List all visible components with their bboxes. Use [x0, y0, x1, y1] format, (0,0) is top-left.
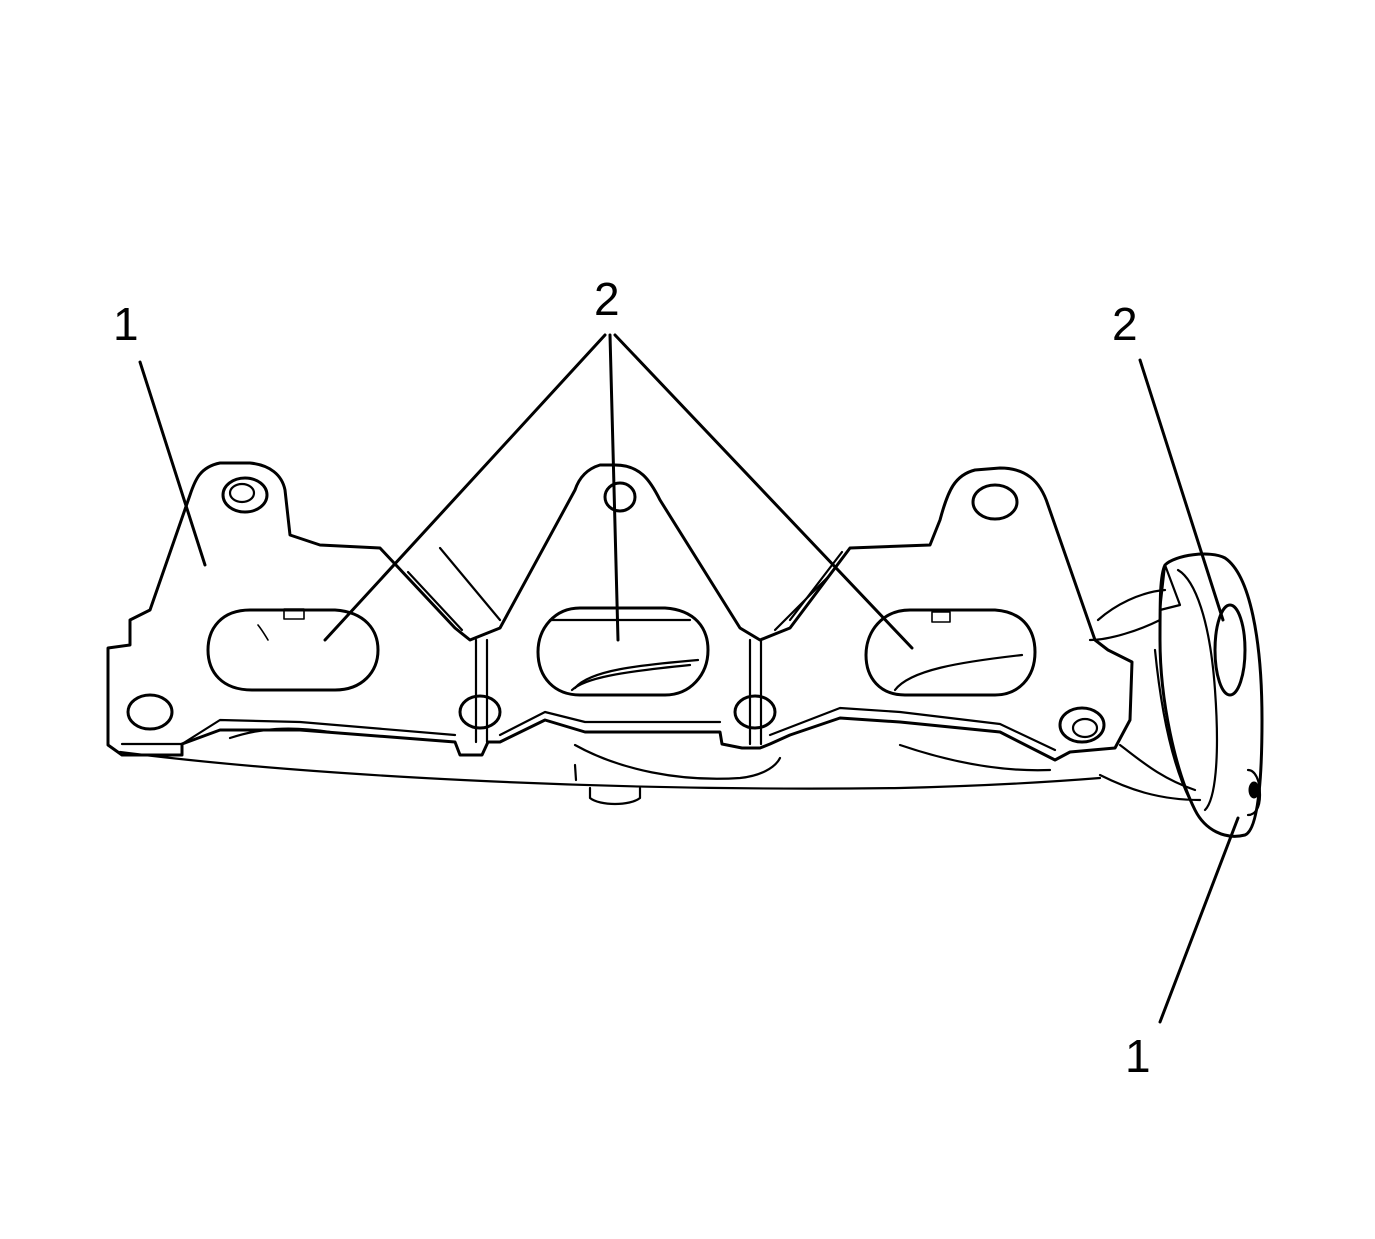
callout-label-1-left: 1: [113, 298, 139, 350]
leader-outlet-flange: [1158, 816, 1240, 1024]
callout-label-2-top: 2: [594, 273, 620, 325]
exhaust-ports: [206, 606, 1037, 697]
callout-labels: 1 2 2 1: [113, 273, 1151, 1082]
leader-gasket-port-3: [613, 333, 914, 650]
callout-label-1-bottom: 1: [1125, 1030, 1151, 1082]
leader-gasket-port-1: [323, 333, 607, 642]
manifold-flange-plate: [106, 461, 1134, 762]
manifold-body: [118, 588, 1202, 806]
leader-outlet-gasket: [1138, 358, 1225, 622]
bolt-holes: [126, 476, 1106, 744]
callout-label-2-right: 2: [1112, 298, 1138, 350]
port-1-opening: [206, 608, 380, 692]
leader-gasket-port-2: [608, 333, 620, 642]
leader-lines: [138, 333, 1240, 1024]
leader-left-flange: [138, 360, 207, 567]
port-3-opening: [864, 608, 1037, 697]
outlet-port-opening: [1213, 603, 1247, 697]
port-2-opening: [536, 606, 710, 697]
outlet-flange: [1153, 552, 1264, 838]
